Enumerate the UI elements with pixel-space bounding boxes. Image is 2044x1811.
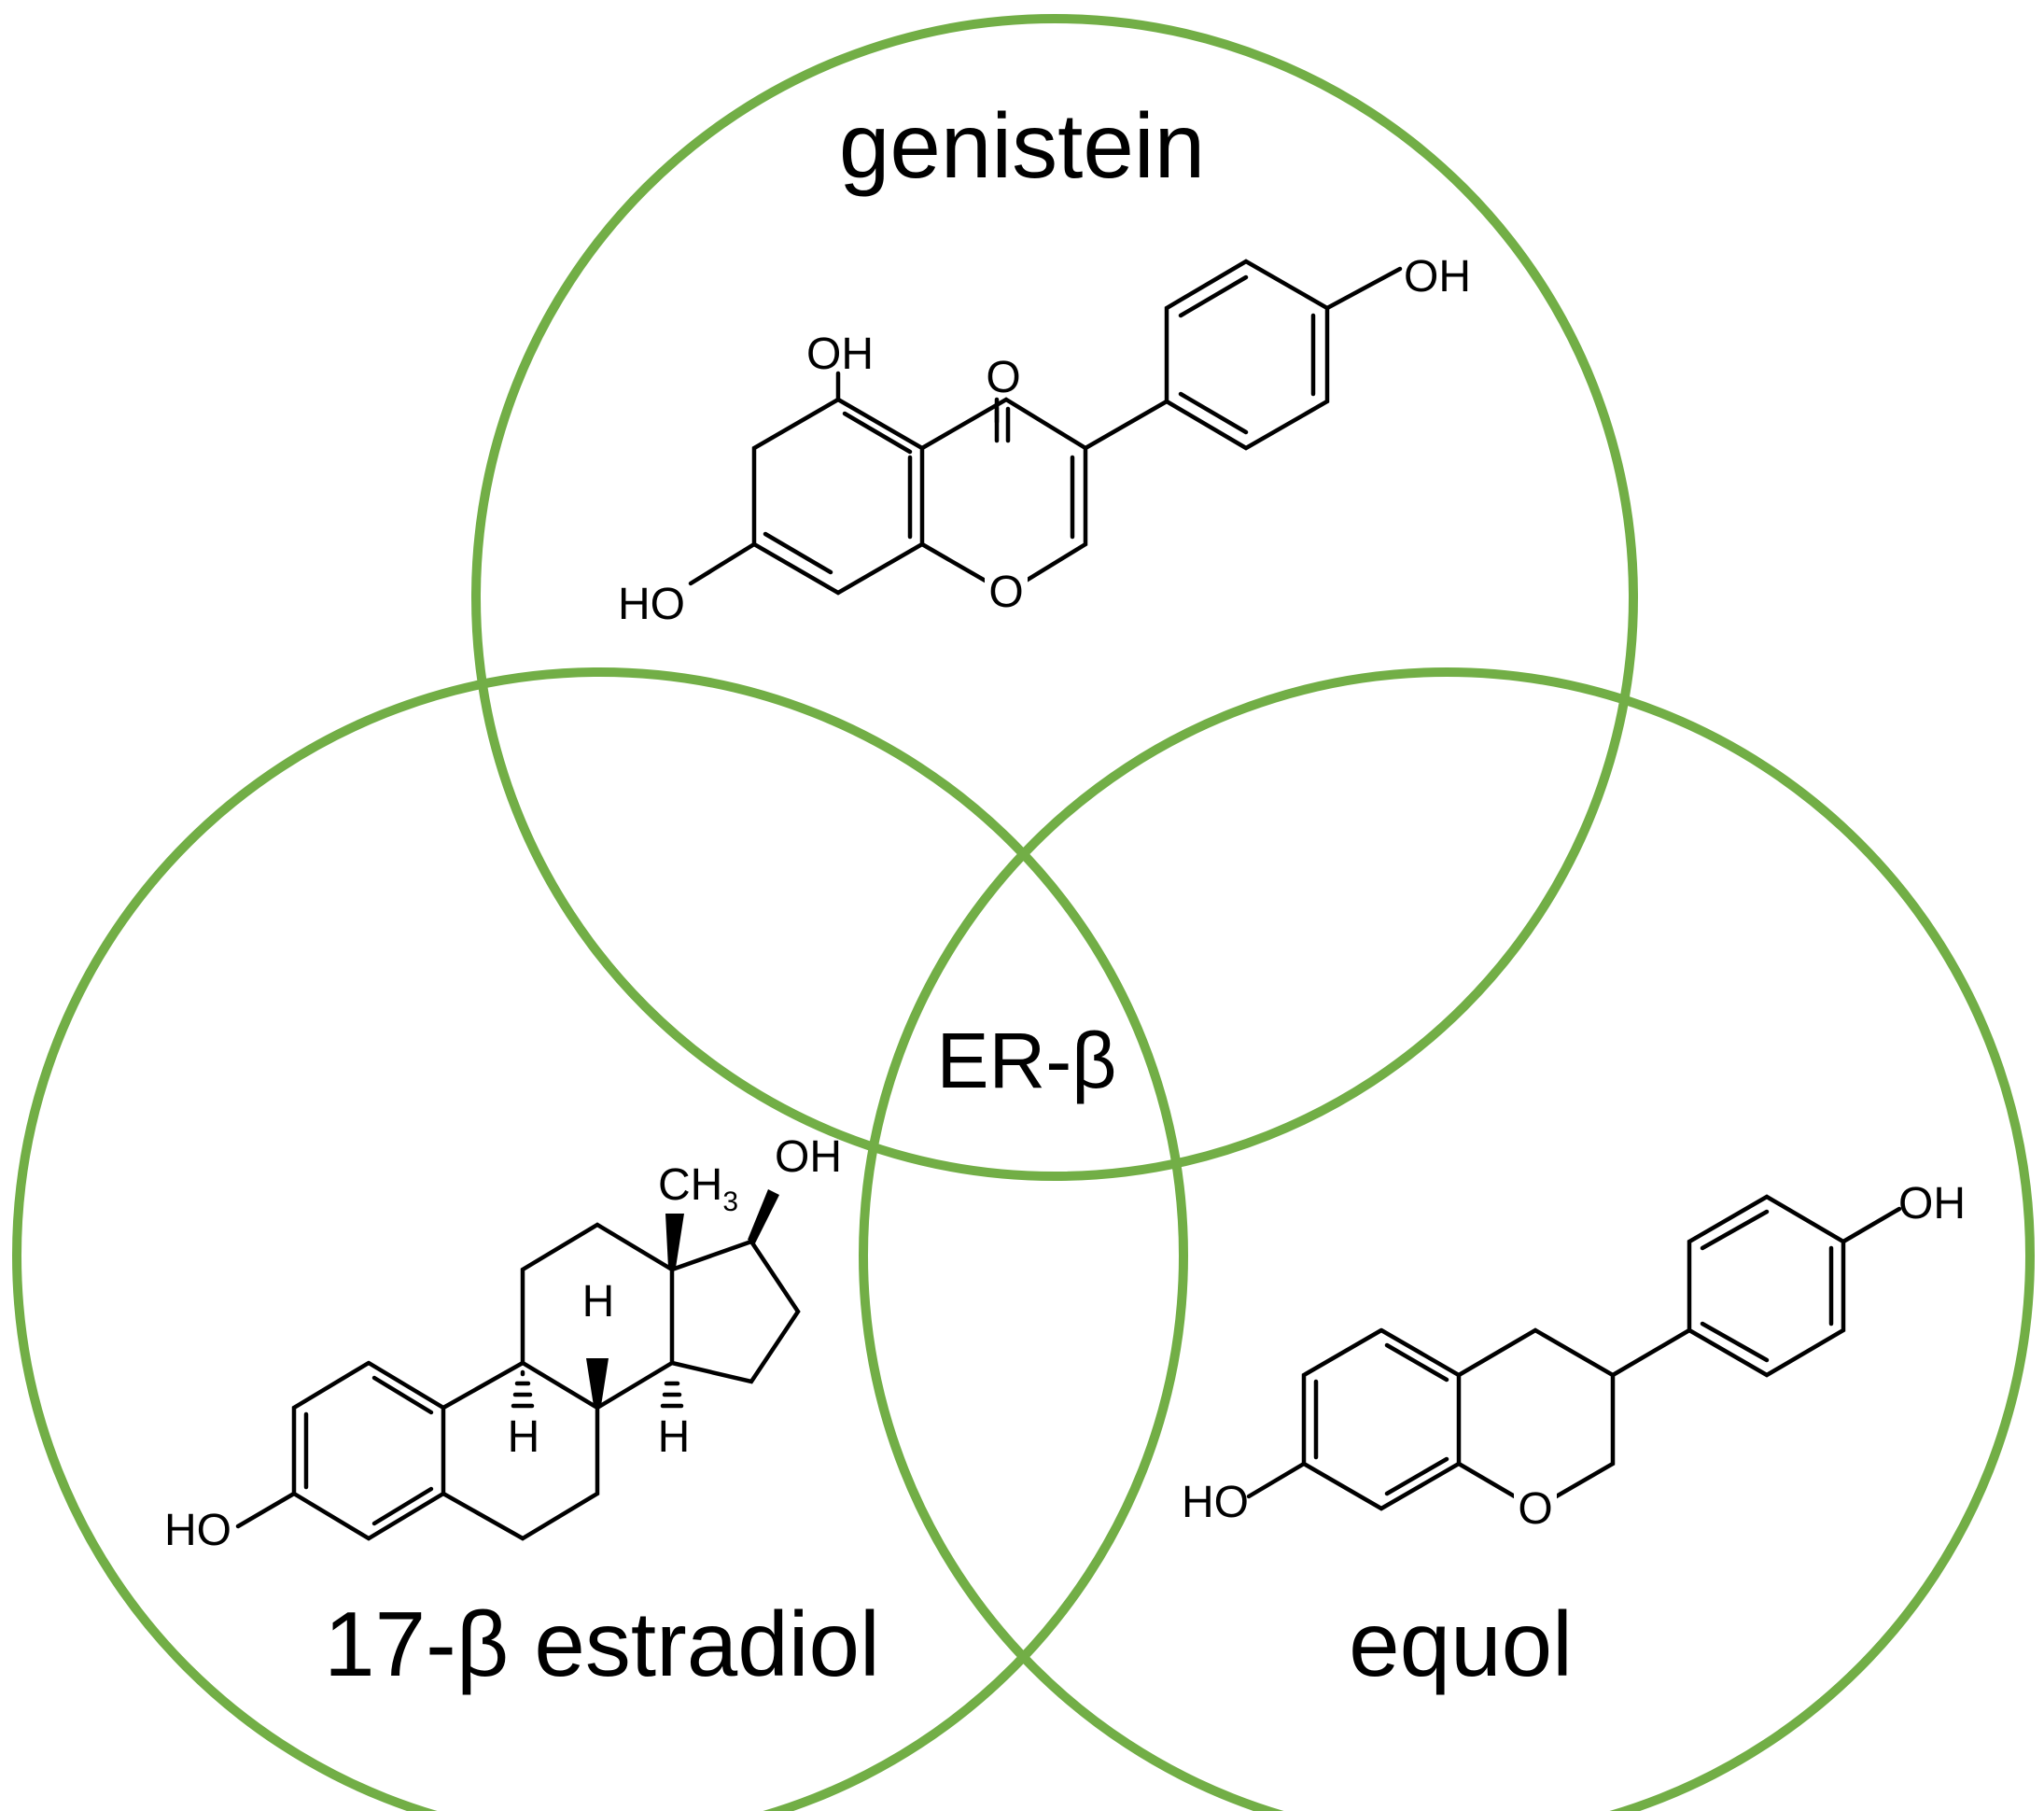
equol-structure: O HO OH bbox=[1182, 1179, 1966, 1534]
estradiol-ch3: CH3 bbox=[658, 1160, 738, 1217]
estradiol-oh: OH bbox=[775, 1132, 842, 1182]
estradiol-label: 17-β estradiol bbox=[324, 1593, 880, 1695]
genistein-label: genistein bbox=[839, 94, 1205, 197]
genistein-ring-o: O bbox=[988, 568, 1023, 617]
equol-oh: OH bbox=[1898, 1179, 1966, 1228]
estradiol-structure: HO H H H CH3 OH bbox=[164, 1132, 842, 1555]
genistein-structure: OH O O HO OH bbox=[618, 252, 1471, 629]
estradiol-h-c8: H bbox=[582, 1277, 615, 1327]
genistein-carbonyl-o: O bbox=[986, 353, 1020, 402]
genistein-oh-right: OH bbox=[1404, 252, 1471, 302]
equol-label: equol bbox=[1349, 1593, 1573, 1695]
genistein-ho-left: HO bbox=[618, 580, 685, 629]
equol-ring-o: O bbox=[1518, 1484, 1552, 1534]
estradiol-ho: HO bbox=[164, 1506, 231, 1555]
genistein-oh-top: OH bbox=[806, 330, 874, 379]
genistein-circle bbox=[471, 14, 1638, 1181]
equol-ho: HO bbox=[1182, 1478, 1249, 1527]
estradiol-circle bbox=[12, 667, 1188, 1811]
center-label: ER-β bbox=[937, 1017, 1117, 1104]
estradiol-h-c9: H bbox=[508, 1412, 540, 1462]
equol-circle bbox=[859, 667, 2035, 1811]
estradiol-h-c14: H bbox=[658, 1412, 691, 1462]
